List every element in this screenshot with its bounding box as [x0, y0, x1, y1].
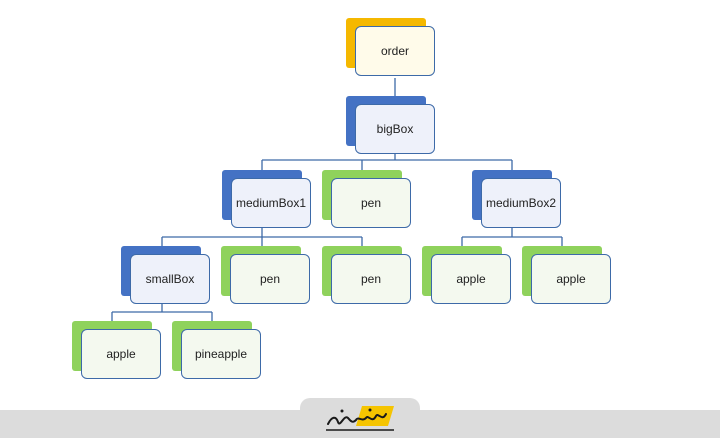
- node-label: apple: [531, 254, 611, 304]
- node-label: bigBox: [355, 104, 435, 154]
- node-label: pen: [230, 254, 310, 304]
- node-pineapple: pineapple: [172, 321, 261, 379]
- node-label: apple: [431, 254, 511, 304]
- node-label: mediumBox2: [481, 178, 561, 228]
- node-label: pen: [331, 178, 411, 228]
- node-label: pineapple: [181, 329, 261, 379]
- node-mediumBox1: mediumBox1: [222, 170, 311, 228]
- node-label: pen: [331, 254, 411, 304]
- node-apple-bottom: apple: [72, 321, 161, 379]
- brand-logo-icon: [326, 406, 394, 431]
- node-pen-mid2: pen: [322, 246, 411, 304]
- node-bigBox: bigBox: [346, 96, 435, 154]
- node-pen-mid1: pen: [221, 246, 310, 304]
- node-apple-right1: apple: [422, 246, 511, 304]
- node-smallBox: smallBox: [121, 246, 210, 304]
- node-label: smallBox: [130, 254, 210, 304]
- node-pen-top: pen: [322, 170, 411, 228]
- node-label: mediumBox1: [231, 178, 311, 228]
- node-label: order: [355, 26, 435, 76]
- node-order: order: [346, 18, 435, 76]
- node-apple-right2: apple: [522, 246, 611, 304]
- node-label: apple: [81, 329, 161, 379]
- node-mediumBox2: mediumBox2: [472, 170, 561, 228]
